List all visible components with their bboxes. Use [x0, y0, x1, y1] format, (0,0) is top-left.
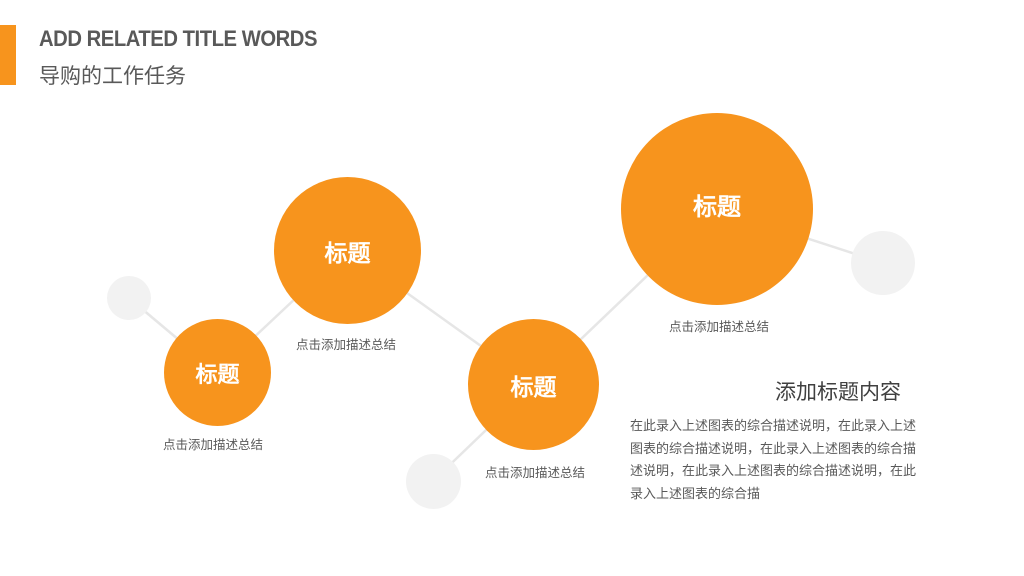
node-caption-3: 点击添加描述总结: [484, 465, 585, 480]
page-title-cn: 导购的工作任务: [39, 64, 186, 88]
ghost-circle-left: [107, 276, 151, 320]
node-circle-3: 标题: [468, 319, 599, 450]
node-circle-1: 标题: [164, 319, 271, 426]
node-circle-2: 标题: [274, 177, 421, 324]
node-caption-1: 点击添加描述总结: [162, 437, 263, 452]
node-circle-4: 标题: [621, 113, 813, 305]
side-body-text: 在此录入上述图表的综合描述说明，在此录入上述图表的综合描述说明，在此录入上述图表…: [630, 419, 917, 502]
node-caption-4: 点击添加描述总结: [668, 319, 769, 334]
node-label: 标题: [195, 362, 240, 388]
node-caption-2: 点击添加描述总结: [295, 337, 396, 352]
node-label: 标题: [510, 374, 557, 401]
ghost-circle-right: [851, 231, 915, 295]
ghost-circle-bottom: [406, 454, 461, 509]
page-title-en: ADD RELATED TITLE WORDS: [39, 26, 318, 51]
node-label: 标题: [324, 240, 371, 267]
accent-bar: [0, 25, 16, 85]
node-label: 标题: [693, 192, 741, 221]
side-heading: 添加标题内容: [775, 380, 901, 404]
